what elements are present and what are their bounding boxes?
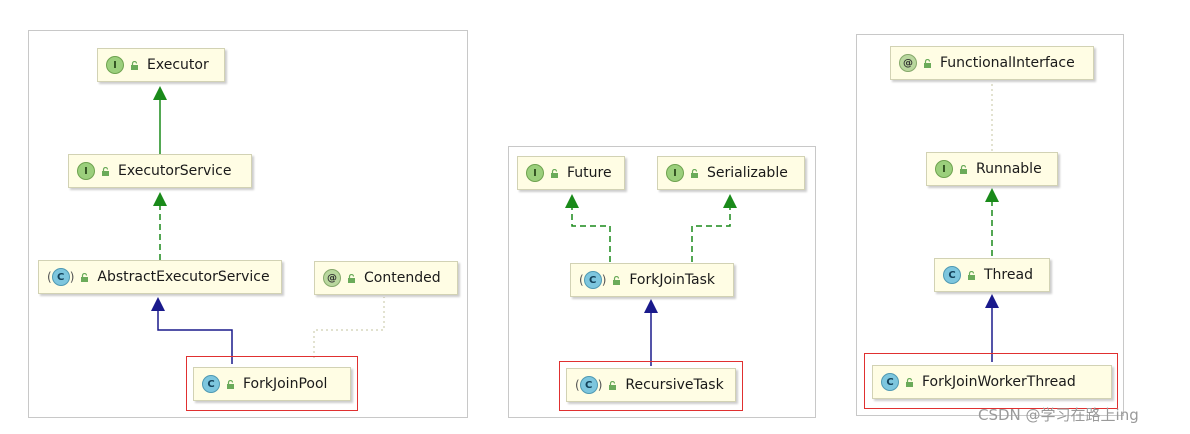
annotation-node-functionalinterface[interactable]: @ FunctionalInterface [890,46,1094,80]
public-lock-icon [348,273,355,283]
public-lock-icon [924,58,931,68]
edge-forkjointask-serializable [691,207,731,262]
arrowhead-runnable [985,188,999,202]
diagram-panel-forkjoinpool [28,30,468,418]
diagram-panel-forkjoinworkerthread [856,34,1124,416]
class-node-forkjointask[interactable]: (C) ForkJoinTask [570,263,734,297]
edge-forkjoinpool-abstractexecutorservice [157,311,233,364]
public-lock-icon [968,270,975,280]
node-label: ExecutorService [118,163,232,179]
interface-node-serializable[interactable]: I Serializable [657,156,805,190]
interface-badge-icon: I [106,56,124,74]
node-label: FunctionalInterface [940,55,1075,71]
node-label: ForkJoinPool [243,376,328,392]
watermark: CSDN @学习在路上ing [978,406,1139,424]
public-lock-icon [131,60,138,70]
node-label: AbstractExecutorService [97,269,270,285]
arrowhead-executorservice [153,192,167,206]
public-lock-icon [960,164,967,174]
class-node-thread[interactable]: C Thread [934,258,1050,292]
abstract-class-badge-icon: (C) [579,271,607,289]
node-label: Thread [984,267,1033,283]
public-lock-icon [609,380,617,390]
public-lock-icon [81,272,89,282]
class-node-abstractexecutorservice[interactable]: (C) AbstractExecutorService [38,260,282,294]
class-node-executorservice[interactable]: I ExecutorService [68,154,252,188]
arrowhead-forkjointask [644,299,658,313]
class-badge-icon: C [202,375,220,393]
class-node-recursivetask[interactable]: (C) RecursiveTask [566,368,736,402]
edge-forkjoinpool-contended [313,297,385,358]
annotation-node-contended[interactable]: @ Contended [314,261,458,295]
public-lock-icon [551,168,558,178]
public-lock-icon [906,377,913,387]
class-node-forkjoinpool[interactable]: C ForkJoinPool [193,367,351,401]
public-lock-icon [613,275,621,285]
interface-node-runnable[interactable]: I Runnable [926,152,1058,186]
highlight-forkjoinworkerthread [864,353,1118,409]
interface-badge-icon: I [526,164,544,182]
interface-badge-icon: I [77,162,95,180]
class-badge-icon: C [881,373,899,391]
abstract-class-badge-icon: (C) [575,376,603,394]
node-label: Contended [364,270,441,286]
public-lock-icon [102,166,109,176]
arrowhead-future [565,194,579,208]
arrowhead-serializable [723,194,737,208]
node-label: Serializable [707,165,788,181]
public-lock-icon [227,379,234,389]
interface-badge-icon: I [666,164,684,182]
highlight-recursivetask [559,361,743,411]
node-label: RecursiveTask [625,377,724,393]
interface-node-future[interactable]: I Future [517,156,625,190]
annotation-badge-icon: @ [323,269,341,287]
node-label: Runnable [976,161,1042,177]
public-lock-icon [691,168,698,178]
class-node-executor[interactable]: I Executor [97,48,225,82]
node-label: Executor [147,57,209,73]
node-label: Future [567,165,612,181]
highlight-forkjoinpool [186,356,358,411]
interface-badge-icon: I [935,160,953,178]
arrowhead-executor [153,86,167,100]
abstract-class-badge-icon: (C) [47,268,75,286]
class-node-forkjoinworkerthread[interactable]: C ForkJoinWorkerThread [872,365,1112,399]
node-label: ForkJoinTask [629,272,716,288]
arrowhead-thread [985,294,999,308]
node-label: ForkJoinWorkerThread [922,374,1076,390]
arrowhead-abstractexecutorservice [151,297,165,311]
class-badge-icon: C [943,266,961,284]
annotation-badge-icon: @ [899,54,917,72]
edge-forkjointask-future [571,207,611,262]
